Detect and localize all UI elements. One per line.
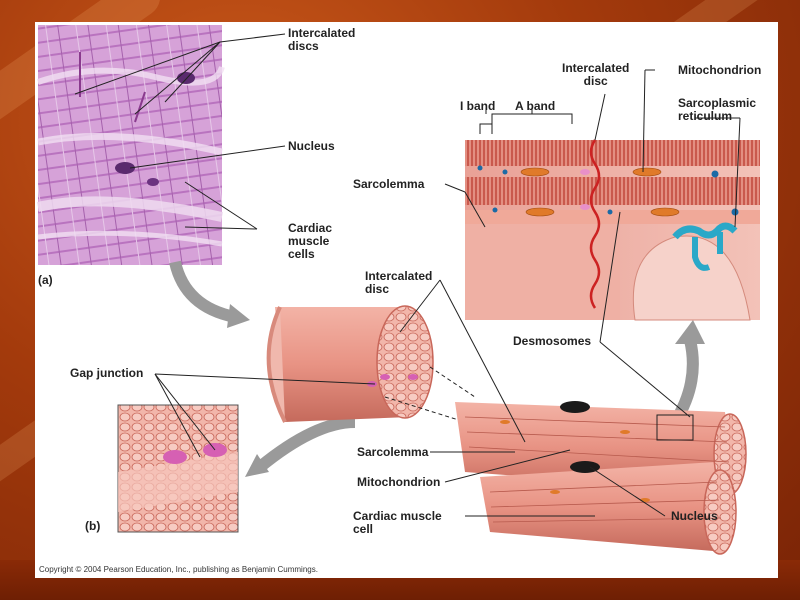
label-cardiac-muscle-cell: Cardiac muscle cell	[353, 509, 442, 536]
label-sarcolemma-bottom: Sarcolemma	[357, 445, 429, 459]
label-gap-junction: Gap junction	[70, 366, 144, 380]
label-sarcoplasmic-reticulum: Sarcoplasmic reticulum	[678, 96, 757, 123]
sarcoplasmic-reticulum-tubes	[672, 222, 738, 240]
cardiac-muscle-figure	[36, 25, 760, 555]
gap-junction-1	[163, 450, 187, 464]
copyright-notice: Copyright © 2004 Pearson Education, Inc.…	[39, 565, 318, 574]
label-mitochondrion-top: Mitochondrion	[678, 63, 762, 77]
label-intercalated-disc-top: Intercalated disc	[562, 61, 630, 88]
label-cardiac-muscle-cells: Cardiac muscle cells	[288, 221, 333, 261]
fiber-nucleus-2	[570, 461, 600, 473]
label-desmosomes: Desmosomes	[513, 334, 592, 348]
band-brackets	[444, 69, 741, 228]
micrograph-nucleus-1	[177, 72, 195, 84]
zoom-arrow-gap	[256, 416, 356, 472]
gap-junction-inset	[117, 404, 239, 533]
label-sarcolemma-top: Sarcolemma	[353, 177, 425, 191]
label-mitochondrion-bottom: Mitochondrion	[357, 475, 441, 489]
sarcomere-block	[465, 139, 760, 321]
panel-a-leaders	[74, 33, 286, 230]
zoom-arrow-block	[669, 338, 699, 426]
panel-label-a: (a)	[38, 273, 53, 287]
zoom-box	[656, 414, 694, 441]
label-intercalated-disc-mid: Intercalated disc	[365, 269, 433, 296]
panel-b-leaders	[154, 211, 691, 517]
figure-slide: Intercalated discs Nucleus Cardiac muscl…	[35, 22, 778, 578]
zoom-arrow-a	[169, 260, 237, 323]
label-nucleus-b: Nucleus	[671, 509, 718, 523]
label-a-band: A band	[515, 99, 556, 113]
panel-label-b: (b)	[85, 519, 101, 533]
micrograph-nucleus-2	[115, 162, 135, 174]
branched-cardiac-fibers	[455, 401, 747, 555]
label-i-band: I band	[460, 99, 496, 113]
label-nucleus-a: Nucleus	[288, 139, 335, 153]
intercalated-disc-membrane	[589, 139, 601, 309]
label-intercalated-discs: Intercalated discs	[288, 26, 356, 53]
fiber-nucleus-1	[560, 401, 590, 413]
histology-micrograph	[36, 25, 225, 265]
muscle-fiber-tube	[266, 305, 434, 423]
